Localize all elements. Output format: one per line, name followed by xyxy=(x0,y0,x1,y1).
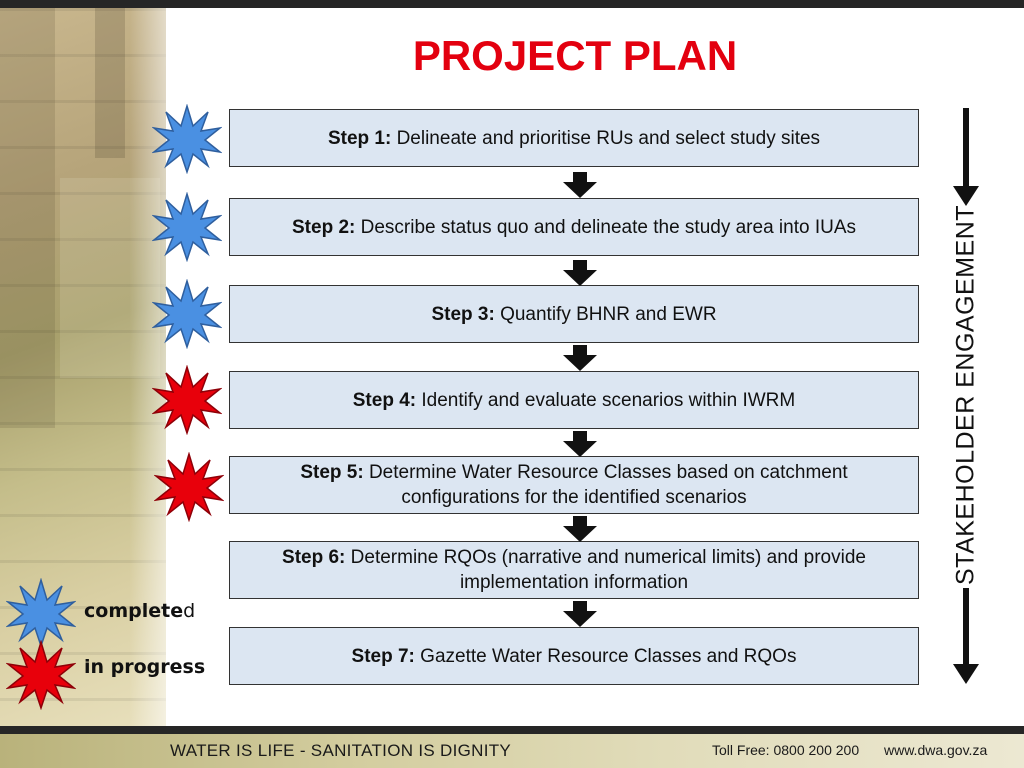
step-2-text: Describe status quo and delineate the st… xyxy=(360,216,856,238)
down-arrow-icon xyxy=(563,601,597,627)
legend-completed-icon xyxy=(6,578,76,648)
footer: WATER IS LIFE - SANITATION IS DIGNITY To… xyxy=(0,734,1024,768)
legend-in-progress-label: in progress xyxy=(84,656,206,678)
step-5-label: Step 5: xyxy=(300,462,364,483)
step-7-box: Step 7: Gazette Water Resource Classes a… xyxy=(229,627,919,685)
down-arrow-icon xyxy=(953,588,979,684)
red-star-burst-icon xyxy=(154,452,224,522)
page-title: PROJECT PLAN xyxy=(412,32,738,79)
blue-star-burst-icon xyxy=(152,279,222,349)
step-4-label: Step 4: xyxy=(352,389,417,411)
step-4-box: Step 4: Identify and evaluate scenarios … xyxy=(229,371,919,429)
step-2-box: Step 2: Describe status quo and delineat… xyxy=(229,198,919,256)
down-arrow-icon xyxy=(953,108,979,206)
step-1-label: Step 1: xyxy=(327,127,392,149)
down-arrow-icon xyxy=(563,516,597,542)
down-arrow-icon xyxy=(563,345,597,371)
step-4-text: Identify and evaluate scenarios within I… xyxy=(421,389,796,411)
step-3-label: Step 3: xyxy=(431,303,495,325)
step-1-text: Delineate and prioritise RUs and select … xyxy=(396,127,821,149)
red-star-burst-icon xyxy=(152,365,222,435)
step-6-box: Step 6: Determine RQOs (narrative and nu… xyxy=(229,541,919,599)
step-5-text: Determine Water Resource Classes based o… xyxy=(368,462,848,508)
legend-in-progress-icon xyxy=(6,640,76,710)
step-2-label: Step 2: xyxy=(292,216,356,238)
footer-toll-free: Toll Free: 0800 200 200 xyxy=(712,742,860,758)
step-5-box: Step 5: Determine Water Resource Classes… xyxy=(229,456,919,514)
step-3-text: Quantify BHNR and EWR xyxy=(500,303,717,325)
footer-divider xyxy=(0,726,1024,734)
step-3-box: Step 3: Quantify BHNR and EWR xyxy=(229,285,919,343)
legend-completed-label: completed xyxy=(84,600,196,622)
top-bar xyxy=(0,0,1024,8)
down-arrow-icon xyxy=(563,172,597,198)
step-6-label: Step 6: xyxy=(282,547,346,568)
footer-website-link[interactable]: www.dwa.gov.za xyxy=(884,742,988,758)
blue-star-burst-icon xyxy=(152,192,222,262)
footer-slogan: WATER IS LIFE - SANITATION IS DIGNITY xyxy=(170,741,512,760)
stakeholder-engagement-label: STAKEHOLDER ENGAGEMENT xyxy=(951,204,980,586)
step-7-text: Gazette Water Resource Classes and RQOs xyxy=(420,645,797,667)
step-6-text: Determine RQOs (narrative and numerical … xyxy=(350,547,866,593)
down-arrow-icon xyxy=(563,431,597,457)
step-1-box: Step 1: Delineate and prioritise RUs and… xyxy=(229,109,919,167)
down-arrow-icon xyxy=(563,260,597,286)
step-7-label: Step 7: xyxy=(351,645,415,667)
blue-star-burst-icon xyxy=(152,104,222,174)
